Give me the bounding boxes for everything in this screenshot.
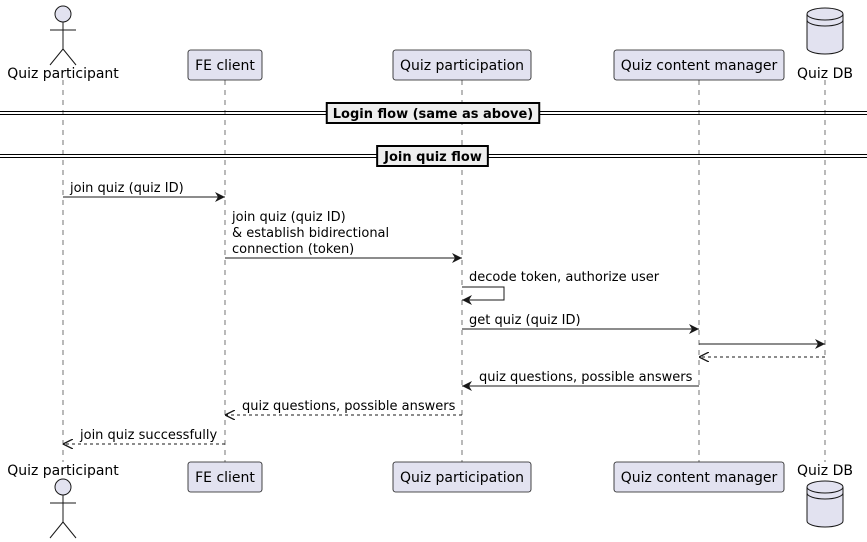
participant-box-qcm-bottom [613,461,785,493]
divider-box [325,102,541,124]
participant-label-bottom: Quiz participation [400,470,524,486]
message-label: connection (token) [232,242,354,257]
participant-box-qp-bottom [392,461,532,493]
message-label: & establish bidirectional [232,226,389,241]
divider: Login flow (same as above) [0,102,867,124]
divider-label: Join quiz flow [383,150,482,165]
message-label: quiz questions, possible answers [242,399,456,414]
message-arrow: decode token, authorize user [462,270,660,305]
actor-participant-top [49,5,77,66]
divider-label: Login flow (same as above) [333,107,533,122]
message-label: decode token, authorize user [469,270,660,285]
participant-label-top: Quiz content manager [621,58,778,74]
participant-label-bottom: Quiz content manager [621,470,778,486]
participant-box-fe-bottom [187,461,263,493]
participant-label-bottom: Quiz participant [7,463,119,479]
message-arrow: join quiz successfully [63,428,225,444]
message-arrow: join quiz (quiz ID)& establish bidirecti… [225,210,462,263]
divider-box [376,145,489,167]
message-label: join quiz successfully [79,428,217,443]
message-arrow: get quiz (quiz ID) [462,313,699,334]
participant-box-fe-top [187,49,263,81]
message-label: get quiz (quiz ID) [469,313,581,328]
message-label: join quiz (quiz ID) [69,181,184,196]
message-arrow: quiz questions, possible answers [225,399,462,415]
participant-box-qcm-top [613,49,785,81]
participant-box-qp-top [392,49,532,81]
message-label: join quiz (quiz ID) [231,210,346,225]
actor-participant-bottom [49,478,77,539]
database-db-top [806,7,844,55]
participant-label-bottom: FE client [195,470,255,486]
participant-label-top: Quiz participant [7,66,119,82]
participant-label-top: Quiz participation [400,58,524,74]
message-label: quiz questions, possible answers [479,370,693,385]
participant-label-top: FE client [195,58,255,74]
message-arrow: quiz questions, possible answers [462,370,699,391]
divider: Join quiz flow [0,145,867,167]
participant-label-bottom: Quiz DB [797,463,853,479]
message-arrow: join quiz (quiz ID) [63,181,225,202]
database-db-bottom [806,480,844,528]
participant-label-top: Quiz DB [797,66,853,82]
